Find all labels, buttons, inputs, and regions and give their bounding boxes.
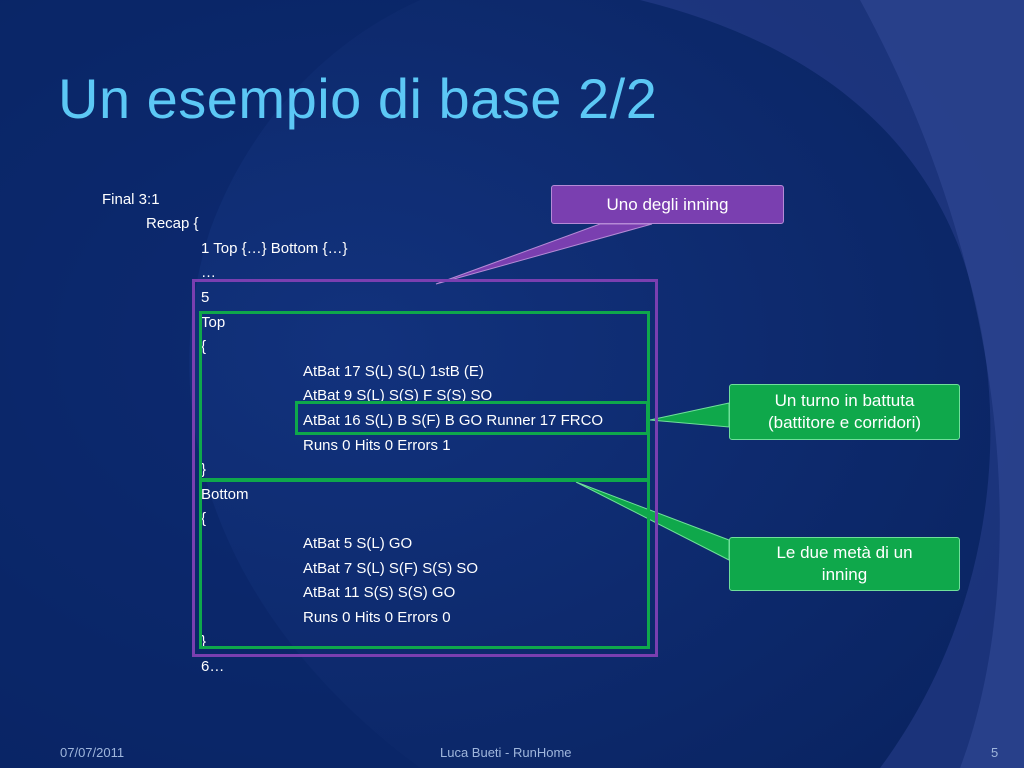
text-line: 5 <box>201 289 210 306</box>
text-line: AtBat 16 S(L) B S(F) B GO Runner 17 FRCO <box>303 412 604 429</box>
text-line: } <box>201 461 207 478</box>
inning-callout-text: Uno degli inning <box>606 194 729 214</box>
halves-callout-line2: inning <box>821 565 868 584</box>
slide-title: Un esempio di base 2/2 <box>58 67 658 130</box>
atbat-callout-line2: (battitore e corridori) <box>767 413 922 432</box>
text-line: AtBat 17 S(L) S(L) 1stB (E) <box>303 363 484 380</box>
text-line: 1 Top {…} Bottom {…} <box>201 240 348 257</box>
text-line: AtBat 11 S(S) S(S) GO <box>303 584 456 601</box>
top-half-highlight-box <box>199 311 650 481</box>
text-line: Runs 0 Hits 0 Errors 0 <box>303 609 451 626</box>
text-line: Top <box>201 314 226 331</box>
inning-callout: Uno degli inning <box>551 185 784 224</box>
text-line: Bottom <box>201 486 249 503</box>
footer-page-number: 5 <box>991 745 999 760</box>
halves-callout: Le due metà di un inning <box>729 537 960 591</box>
bottom-half-highlight-box <box>199 479 650 649</box>
text-line: AtBat 7 S(L) S(F) S(S) SO <box>303 560 479 577</box>
atbat-highlight-box <box>295 401 649 435</box>
text-line: Runs 0 Hits 0 Errors 1 <box>303 437 451 454</box>
footer-date: 07/07/2011 <box>60 745 125 760</box>
text-line: { <box>201 338 207 355</box>
halves-callout-line1: Le due metà di un <box>776 543 913 562</box>
text-line: 6… <box>201 658 225 675</box>
text-line: } <box>201 633 207 650</box>
atbat-callout-line1: Un turno in battuta <box>774 391 915 410</box>
atbat-callout: Un turno in battuta (battitore e corrido… <box>729 384 960 440</box>
text-line: Recap { <box>146 215 199 232</box>
inning-highlight-box <box>192 279 658 657</box>
text-line: … <box>201 264 216 281</box>
footer-author: Luca Bueti - RunHome <box>440 745 572 760</box>
text-line: { <box>201 510 207 527</box>
text-line: AtBat 5 S(L) GO <box>303 535 413 552</box>
text-line: AtBat 9 S(L) S(S) F S(S) SO <box>303 387 493 404</box>
text-line: Final 3:1 <box>102 191 160 208</box>
